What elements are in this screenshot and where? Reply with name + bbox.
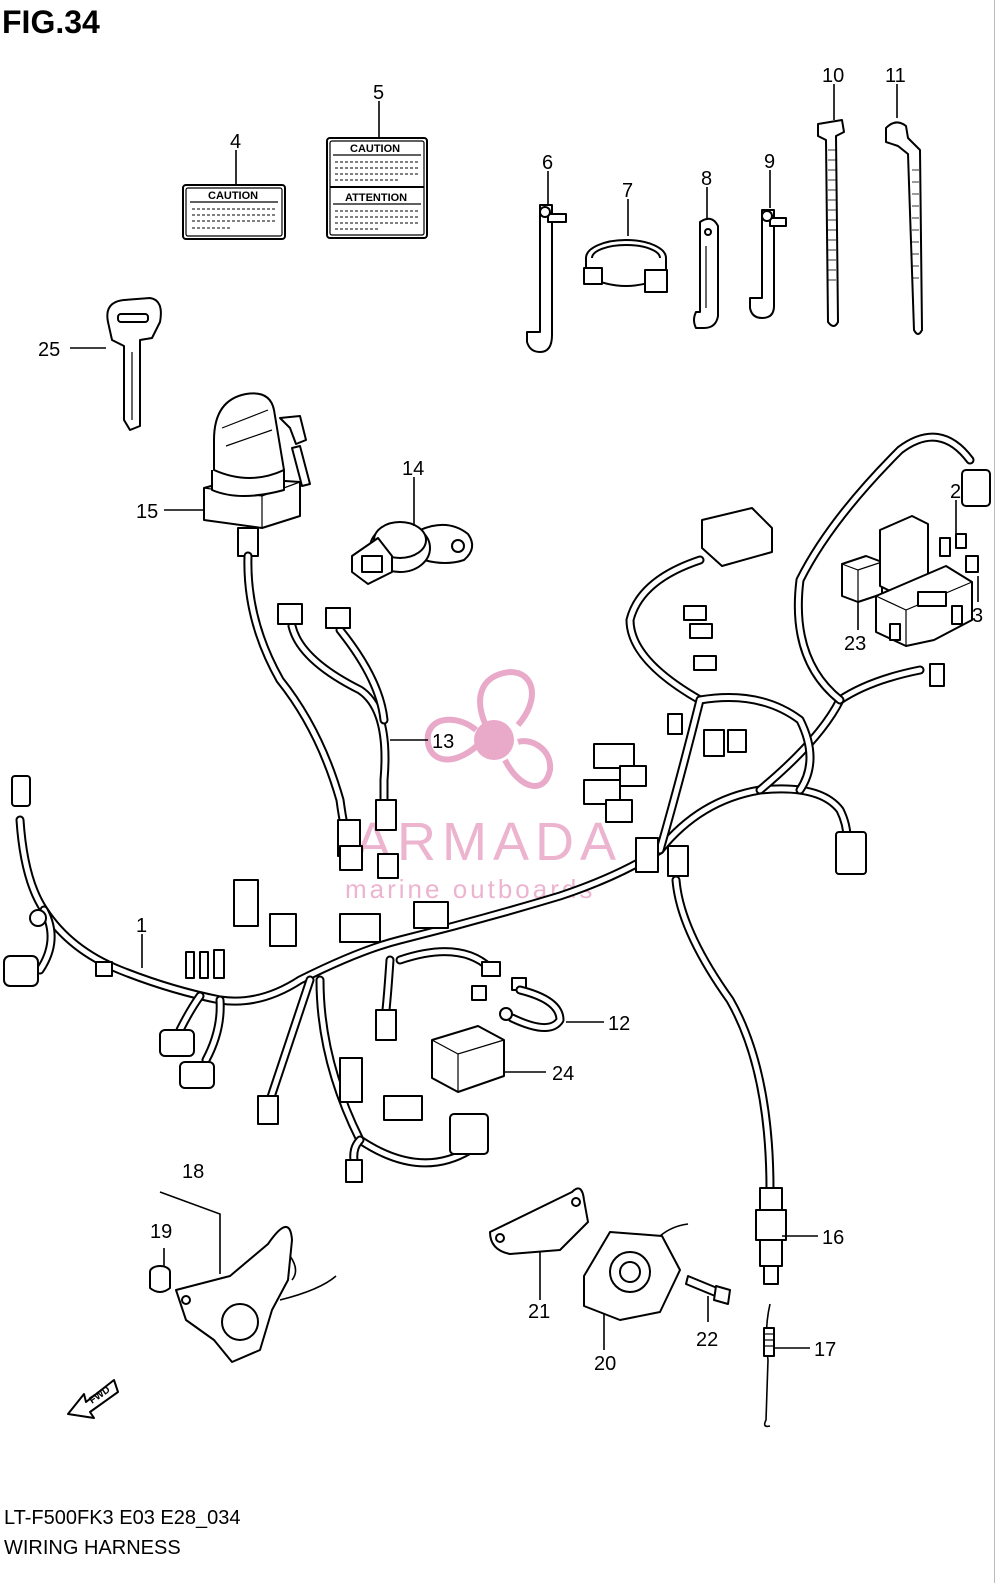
fuse-box-part: [875, 515, 973, 647]
callout-19: 19: [150, 1221, 172, 1243]
diagram-name: WIRING HARNESS: [4, 1537, 181, 1559]
forward-arrow-icon: FWD: [67, 1379, 119, 1419]
wire-clamp-part: [526, 204, 567, 353]
callout-6: 6: [542, 152, 553, 174]
callout-14: 14: [402, 458, 424, 480]
mounting-bracket-part: [489, 1187, 589, 1255]
caution-label-small-text: CAUTION: [208, 190, 258, 202]
sensor-part-14: [351, 521, 474, 585]
spring-clip-part: [763, 1303, 775, 1428]
callout-2: 2: [950, 481, 961, 503]
callout-11: 11: [885, 65, 906, 87]
callout-16: 16: [822, 1227, 844, 1249]
fuse-part-2: [939, 533, 967, 557]
clamp-part-9: [749, 209, 787, 319]
wire-harness-part: [15, 432, 975, 1195]
caution-label-large-text: CAUTION: [350, 143, 400, 155]
right-border: [994, 0, 995, 1583]
callout-9: 9: [764, 151, 775, 173]
callout-7: 7: [622, 180, 633, 202]
callout-15: 15: [136, 501, 158, 523]
cable-tie-part: [817, 119, 845, 327]
oxygen-sensor-part: [755, 1187, 787, 1285]
callout-21: 21: [528, 1301, 550, 1323]
gear-position-switch-part: [583, 1223, 689, 1321]
clamp-part-8: [693, 217, 719, 329]
watermark-propeller-icon: [424, 668, 554, 789]
bolt-part: [685, 1275, 731, 1305]
callout-20: 20: [594, 1353, 616, 1375]
control-module-part: [431, 1025, 505, 1093]
callout-3: 3: [972, 605, 983, 627]
callout-numbers: 1 2 3 4 5 6 7 8 9 10 11 12 13 14 15 16 1…: [38, 65, 983, 1375]
callout-23: 23: [844, 633, 866, 655]
callout-1: 1: [136, 915, 147, 937]
model-code: LT-F500FK3 E03 E28_034: [4, 1507, 241, 1529]
callout-10: 10: [822, 65, 844, 87]
callout-17: 17: [814, 1339, 836, 1361]
callout-8: 8: [701, 168, 712, 190]
ignition-key-part: [106, 297, 162, 431]
callout-25: 25: [38, 339, 60, 361]
harness-connectors: [3, 469, 991, 1183]
collar-part-19: [149, 1265, 171, 1293]
callout-24: 24: [552, 1063, 574, 1085]
attention-label-text: ATTENTION: [345, 192, 407, 204]
cable-tie-mount-part: [885, 121, 923, 335]
ignition-switch-part: [203, 392, 311, 557]
callout-13: 13: [432, 731, 454, 753]
caution-label-small: CAUTION: [182, 184, 286, 240]
figure-title: FIG.34: [2, 4, 100, 40]
callout-12: 12: [608, 1013, 630, 1035]
callout-22: 22: [696, 1329, 718, 1351]
callout-18: 18: [182, 1161, 204, 1183]
fuse-part-3: [965, 555, 979, 573]
caution-attention-label: CAUTION ATTENTION: [326, 137, 428, 239]
leader-lines: [70, 84, 979, 1350]
callout-5: 5: [373, 82, 384, 104]
sensor-assembly-part-18: [175, 1226, 337, 1363]
callout-4: 4: [230, 131, 241, 153]
band-clamp-part: [583, 239, 668, 293]
